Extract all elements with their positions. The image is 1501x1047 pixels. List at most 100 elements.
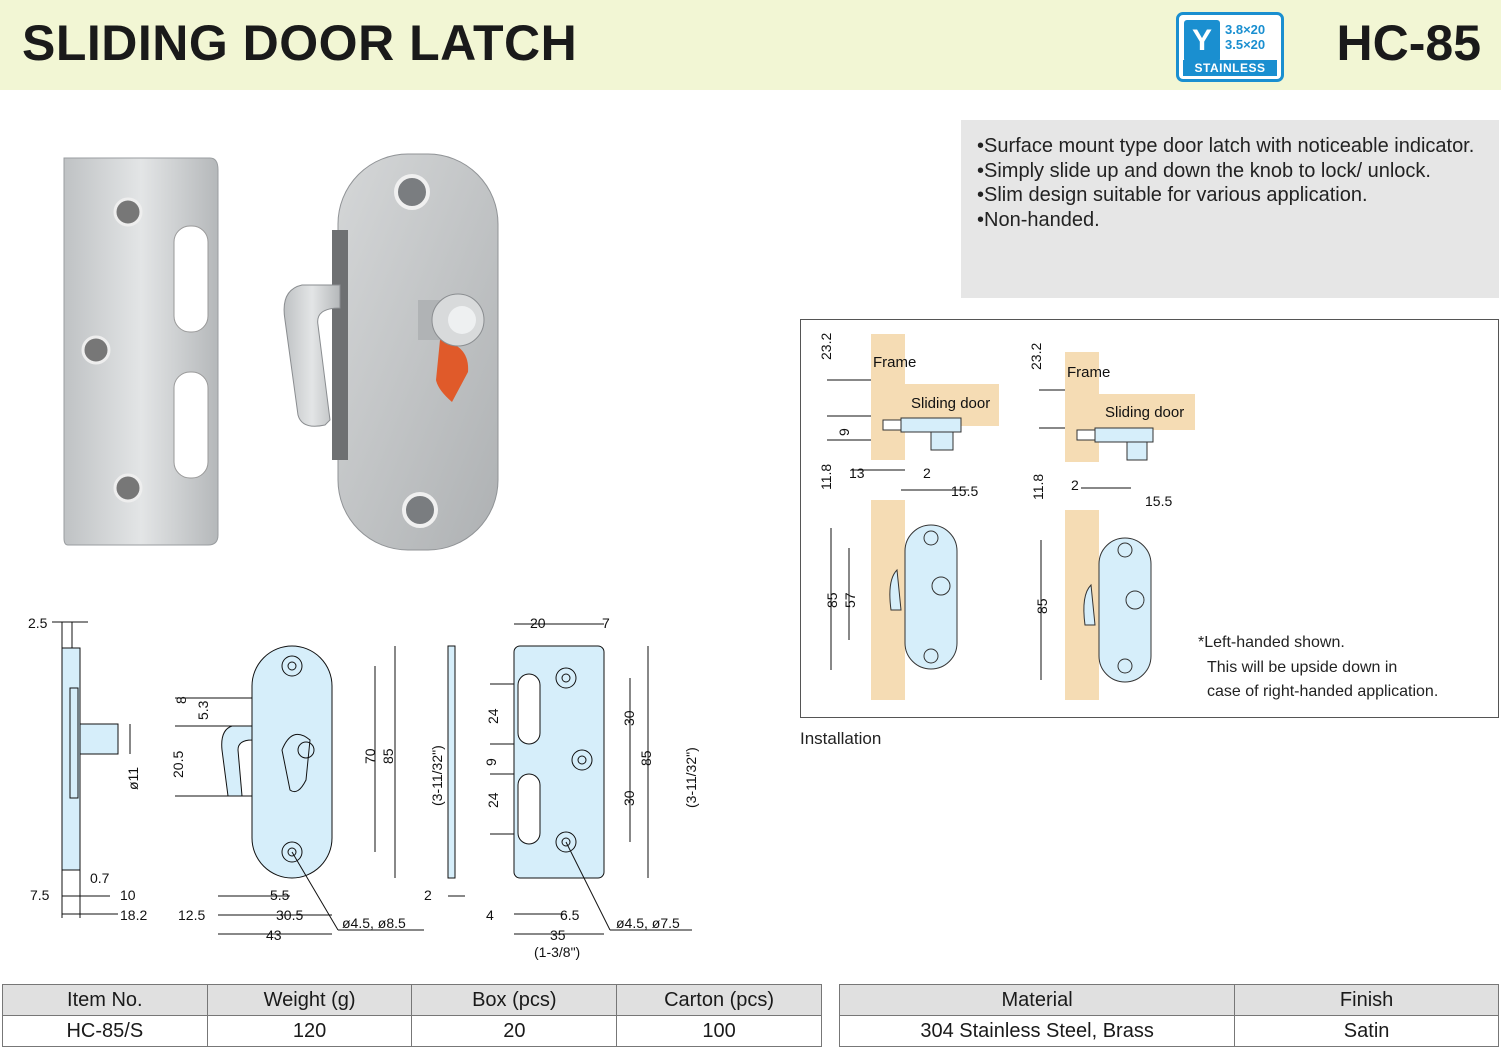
table-cell: 100: [616, 1015, 822, 1047]
dim-label: 7.5: [30, 887, 50, 903]
install-dim: 57: [842, 592, 858, 608]
dim-label: 12.5: [178, 907, 205, 923]
badge-label: STAINLESS: [1183, 60, 1277, 76]
table-cell: Satin: [1234, 1015, 1499, 1047]
table-cell: HC-85/S: [2, 1015, 208, 1047]
table-header: Carton (pcs): [616, 984, 822, 1016]
page-title: SLIDING DOOR LATCH: [22, 15, 578, 71]
features-list: Surface mount type door latch with notic…: [977, 134, 1483, 232]
stainless-badge: Y 3.8×20 3.5×20 STAINLESS: [1176, 12, 1284, 82]
install-dim: 11.8: [818, 464, 834, 490]
install-dim: 2: [1071, 477, 1079, 493]
dim-label: 10: [120, 887, 136, 903]
latch-hook: [283, 284, 341, 427]
table-header-row: Item No. Weight (g) Box (pcs) Carton (pc…: [2, 984, 822, 1016]
install-dim: 85: [1034, 598, 1050, 614]
table-header: Material: [838, 984, 1236, 1016]
door-label: Sliding door: [1105, 404, 1184, 421]
plate-profile: [447, 645, 456, 879]
install-dim: 2: [923, 465, 931, 481]
side-knob: [79, 723, 119, 755]
dim-label: 24: [485, 708, 501, 724]
frame-label: Frame: [873, 354, 916, 371]
table-cell: 304 Stainless Steel, Brass: [838, 1015, 1236, 1047]
feature-item: Simply slide up and down the knob to loc…: [977, 159, 1483, 184]
dim-label: 18.2: [120, 907, 147, 923]
door-label: Sliding door: [911, 395, 990, 412]
install-dim: 15.5: [951, 483, 978, 499]
dim-label: (1-3/8"): [534, 944, 580, 960]
header-bar: SLIDING DOOR LATCH Y 3.8×20 3.5×20 STAIN…: [0, 0, 1501, 90]
body-hole-bottom: [402, 492, 438, 528]
install-dim: 23.2: [1028, 343, 1044, 370]
table-cell: 20: [411, 1015, 618, 1047]
dim-label: 20: [530, 615, 546, 631]
dim-label: 35: [550, 927, 566, 943]
dim-label: 0.7: [90, 870, 110, 886]
front-hook: [221, 725, 253, 797]
dim-label: 2: [424, 887, 432, 903]
install-dim: 13: [849, 465, 865, 481]
install-dim: 23.2: [818, 333, 834, 360]
note-line: This will be upside down in: [1207, 658, 1398, 676]
feature-item: Surface mount type door latch with notic…: [977, 134, 1483, 159]
dim-label: 30.5: [276, 907, 303, 923]
dim-label: (3-11/32"): [429, 745, 445, 806]
screw-size-1: 3.8×20: [1225, 22, 1266, 37]
note-asterisk: *: [1198, 634, 1205, 651]
dim-label: ø4.5, ø8.5: [342, 915, 406, 931]
frame-wood: [871, 334, 905, 460]
features-box: Surface mount type door latch with notic…: [961, 120, 1499, 298]
red-indicator-icon: [436, 340, 469, 402]
material-table: Material Finish 304 Stainless Steel, Bra…: [838, 984, 1499, 1047]
plate-hole-mid: [81, 335, 111, 365]
dimension-drawings: 2.5 ø11 7.5 0.7 10 18.2 8 5.3 20.5 70 85…: [28, 615, 699, 960]
installation-caption: Installation: [800, 729, 882, 748]
dim-label: 85: [638, 750, 654, 766]
product-photo: [63, 153, 499, 551]
plate-hole-top: [113, 197, 143, 227]
note-line: Left-handed shown.: [1204, 634, 1345, 651]
dim-label: ø4.5, ø7.5: [616, 915, 680, 931]
dim-label: 30: [621, 710, 637, 726]
frame-label: Frame: [1067, 364, 1110, 381]
dim-label: 2.5: [28, 615, 48, 631]
installation-diagram: 23.2 11.8 9 13 2 15.5 85 57 23.2 11.8 2 …: [800, 319, 1499, 718]
dim-label: 20.5: [170, 751, 186, 778]
note-line: case of right-handed application.: [1207, 683, 1439, 700]
dim-label: (3-11/32"): [683, 747, 699, 808]
screw-size-2: 3.5×20: [1225, 37, 1266, 52]
table-header: Weight (g): [206, 984, 413, 1016]
dim-label: ø11: [125, 767, 141, 790]
dim-label: 85: [380, 748, 396, 764]
dim-label: 30: [621, 790, 637, 806]
item-table: Item No. Weight (g) Box (pcs) Carton (pc…: [2, 984, 822, 1047]
table-cell: 120: [206, 1015, 413, 1047]
table-header: Finish: [1234, 984, 1499, 1016]
install-dim: 9: [836, 428, 852, 436]
latch-rail: [332, 230, 348, 460]
feature-item: Non-handed.: [977, 208, 1483, 233]
table-header: Item No.: [2, 984, 208, 1016]
dim-label: 7: [602, 615, 610, 631]
table-row: 304 Stainless Steel, Brass Satin: [838, 1015, 1499, 1047]
screw-icon: Y: [1184, 20, 1220, 62]
dim-label: 9: [483, 758, 499, 766]
model-number: HC-85: [1336, 15, 1481, 71]
dim-label: 8: [173, 696, 189, 704]
plate-slot-bottom: [173, 371, 209, 479]
dim-label: 43: [266, 927, 282, 943]
table-row: HC-85/S 120 20 100: [2, 1015, 822, 1047]
table-header-row: Material Finish: [838, 984, 1499, 1016]
dim-label: 24: [485, 792, 501, 808]
plate-slot-top: [173, 225, 209, 333]
dim-label: 5.5: [270, 887, 290, 903]
dim-label: 6.5: [560, 907, 580, 923]
dim-label: 5.3: [195, 700, 211, 720]
dim-label: 70: [362, 748, 378, 764]
latch-front: [904, 524, 958, 670]
dim-label: 4: [486, 907, 494, 923]
install-dim: 85: [824, 592, 840, 608]
feature-item: Slim design suitable for various applica…: [977, 183, 1483, 208]
install-dim: 15.5: [1145, 493, 1172, 509]
